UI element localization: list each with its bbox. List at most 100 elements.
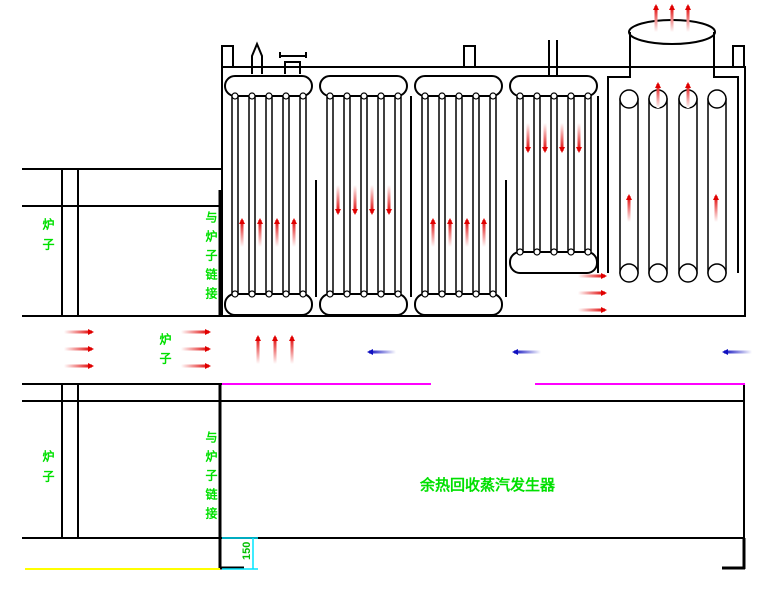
tube <box>567 95 575 253</box>
arrow-head <box>205 329 211 335</box>
hot-flow-arrow <box>240 220 244 247</box>
riser-tube <box>678 98 698 274</box>
tube <box>377 95 385 295</box>
cold-flow-arrow <box>514 350 541 354</box>
tube-joint <box>472 92 480 100</box>
color-lines <box>25 383 745 570</box>
tube-joint <box>455 92 463 100</box>
tube-joint <box>455 290 463 298</box>
arrow-head <box>722 349 728 355</box>
tube <box>489 95 497 295</box>
hot-flow-arrow <box>686 6 690 32</box>
cold-flow-arrow <box>369 350 396 354</box>
tube-joint <box>343 92 351 100</box>
hot-flow-arrow <box>290 337 294 364</box>
furnace-label-middle: 炉子 <box>158 333 172 371</box>
hot-flow-arrow <box>387 185 391 213</box>
tube <box>394 95 402 295</box>
hot-flow-arrow <box>64 364 92 368</box>
arrow-head <box>601 273 607 279</box>
hot-flow-arrow <box>560 123 564 151</box>
tube-joint <box>550 248 558 256</box>
tube-joint <box>567 248 575 256</box>
arrow-head <box>481 218 487 224</box>
riser-tube <box>648 98 668 274</box>
arrow-head <box>512 349 518 355</box>
arrow-head <box>430 218 436 224</box>
tube <box>265 95 273 295</box>
tube-joint <box>282 290 290 298</box>
tube-joint <box>421 92 429 100</box>
arrow-head <box>88 346 94 352</box>
hot-flow-arrow <box>578 308 605 312</box>
tube-joint <box>394 290 402 298</box>
tube-joint <box>421 290 429 298</box>
tube-joint <box>299 290 307 298</box>
furnace-label-lower: 炉子 <box>41 450 55 490</box>
tube-joint <box>231 92 239 100</box>
riser-tube <box>707 98 727 274</box>
tube-joint <box>472 290 480 298</box>
hot-flow-arrow <box>181 347 209 351</box>
tube-header <box>648 263 668 283</box>
arrow-head <box>272 335 278 341</box>
hot-flow-arrow <box>654 6 658 32</box>
hot-flow-arrow <box>578 291 605 295</box>
tube-joint <box>360 92 368 100</box>
tube <box>472 95 480 295</box>
arrow-head <box>542 147 548 153</box>
arrow-head <box>369 209 375 215</box>
arrow-head <box>669 4 675 10</box>
tube-joint <box>248 290 256 298</box>
arrow-head <box>257 218 263 224</box>
hot-flow-arrow <box>273 337 277 364</box>
tube-joint <box>489 92 497 100</box>
tube-joint <box>533 92 541 100</box>
tube-header <box>707 89 727 109</box>
tube-joint <box>282 92 290 100</box>
hot-flow-arrow <box>627 196 631 222</box>
tube <box>282 95 290 295</box>
arrow-head <box>576 147 582 153</box>
tube <box>516 95 524 253</box>
arrow-head <box>447 218 453 224</box>
arrow-head <box>335 209 341 215</box>
tube-header <box>619 263 639 283</box>
tube-joint <box>516 92 524 100</box>
hot-flow-arrow <box>465 220 469 247</box>
tube-joint <box>377 92 385 100</box>
riser-tube <box>619 98 639 274</box>
hot-flow-arrow <box>181 330 209 334</box>
dimension-150: 150 <box>241 542 253 560</box>
arrow-head <box>367 349 373 355</box>
flow-arrows <box>64 4 752 369</box>
hot-flow-arrow <box>482 220 486 247</box>
arrow-head <box>205 363 211 369</box>
arrow-head <box>601 307 607 313</box>
hot-flow-arrow <box>256 337 260 364</box>
arrow-head <box>274 218 280 224</box>
tube-joint <box>326 290 334 298</box>
arrow-head <box>88 363 94 369</box>
tube <box>299 95 307 295</box>
tube-joint <box>584 92 592 100</box>
tube <box>584 95 592 253</box>
tube-joint <box>299 92 307 100</box>
hot-flow-arrow <box>275 220 279 247</box>
connect-to-furnace-label-lower: 与炉子链接 <box>204 431 218 526</box>
text-labels: 150 余热回收蒸汽发生器 <box>241 476 556 560</box>
arrow-head <box>386 209 392 215</box>
hrsg-title: 余热回收蒸汽发生器 <box>419 476 556 494</box>
hot-flow-arrow <box>64 347 92 351</box>
tube <box>326 95 334 295</box>
tube-joint <box>516 248 524 256</box>
hot-flow-arrow <box>577 123 581 151</box>
tube <box>455 95 463 295</box>
arrow-head <box>601 290 607 296</box>
tube-joint <box>248 92 256 100</box>
hot-flow-arrow <box>258 220 262 247</box>
tube-header <box>619 89 639 109</box>
connect-to-furnace-label-upper: 与炉子链接 <box>204 211 218 306</box>
hot-flow-arrow <box>686 84 690 108</box>
